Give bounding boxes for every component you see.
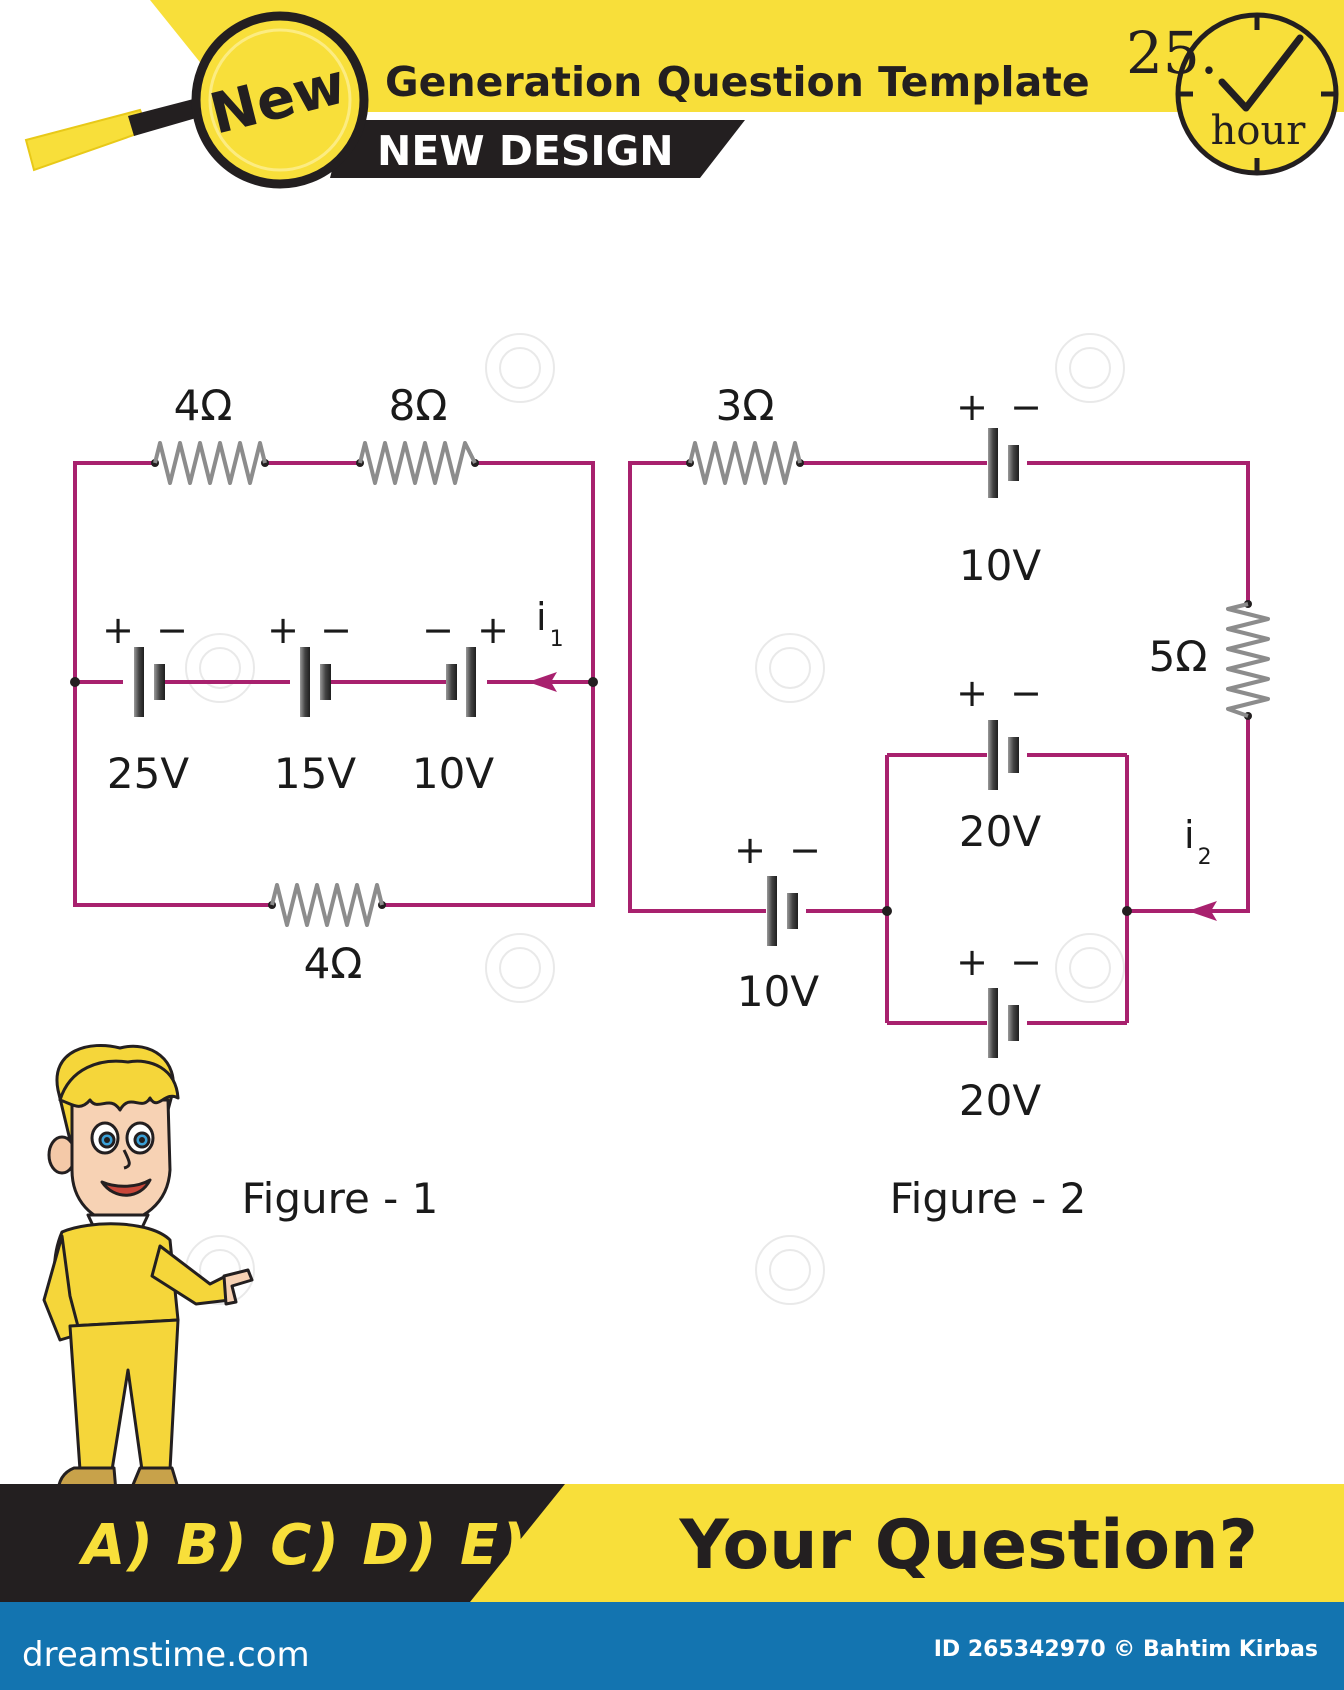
- header-subtitle: NEW DESIGN: [377, 127, 674, 175]
- magnifier-icon: [24, 11, 369, 189]
- label-f2-resistor-right: 5Ω: [1149, 632, 1208, 681]
- battery-f1-25v: [134, 647, 165, 717]
- credit-image-id: ID 265342970 © Bahtim Kirbas: [934, 1637, 1318, 1662]
- sign-f2-top-left: +: [956, 385, 988, 429]
- battery-f2-top-10v: [988, 428, 1019, 498]
- clock-icon: [1175, 12, 1339, 176]
- label-f1-battery-10v: 10V: [412, 749, 494, 798]
- figure-2-circuit: 3Ω 5Ω + − 10V + − 20V + − 20V + − 10V i2…: [628, 381, 1270, 1223]
- label-f1-battery-15v: 15V: [274, 749, 356, 798]
- figure-1-circuit: 4Ω 8Ω 4Ω + − + − − + 25V 15V 10V i1 Figu…: [70, 381, 598, 1223]
- figure-1-caption: Figure - 1: [242, 1174, 439, 1223]
- credit-bar: [0, 1602, 1344, 1690]
- sign-f1-b1-right: −: [156, 608, 188, 652]
- resistor-f2-right: [1226, 602, 1270, 718]
- sign-f1-b3-right: +: [477, 608, 509, 652]
- header-yellow-banner: [150, 0, 1344, 112]
- resistor-f1-bottom: [270, 883, 384, 927]
- sign-f2-top-right: −: [1010, 385, 1042, 429]
- label-f1-resistor-top-right: 8Ω: [389, 381, 448, 430]
- label-current-i2: i2: [1184, 813, 1212, 870]
- question-prompt: Your Question?: [678, 1506, 1258, 1585]
- label-current-i1: i1: [536, 595, 564, 652]
- clock-number: 25.: [1126, 19, 1218, 87]
- sign-f1-b2-right: −: [320, 608, 352, 652]
- credit-site[interactable]: dreamstime.com: [22, 1635, 310, 1675]
- resistor-f1-top-left: [153, 441, 267, 485]
- header-dark-ribbon: [330, 120, 745, 178]
- sign-f2-left-left: +: [734, 828, 766, 872]
- footer-dark-panel: [0, 1484, 565, 1602]
- figure-2-caption: Figure - 2: [890, 1174, 1087, 1223]
- current-arrow-i2: [1188, 901, 1217, 921]
- battery-f2-left-10v: [767, 876, 798, 946]
- label-f2-battery-lower: 20V: [959, 1076, 1041, 1125]
- answer-choices: A) B) C) D) E): [78, 1513, 528, 1578]
- current-arrow-i1: [528, 672, 557, 692]
- current-i2-subscript: 2: [1198, 845, 1212, 870]
- sign-f2-left-right: −: [789, 828, 821, 872]
- sign-f2-lower-left: +: [956, 940, 988, 984]
- current-i2-symbol: i: [1184, 813, 1195, 857]
- current-i1-subscript: 1: [550, 627, 564, 652]
- battery-f1-10v: [446, 647, 476, 717]
- battery-f1-15v: [300, 647, 331, 717]
- figure-2-wires: [628, 461, 1250, 1025]
- label-f1-resistor-bottom: 4Ω: [304, 939, 363, 988]
- label-f2-battery-top: 10V: [959, 541, 1041, 590]
- sign-f2-lower-right: −: [1010, 940, 1042, 984]
- label-f2-battery-left: 10V: [737, 967, 819, 1016]
- label-f2-battery-upper: 20V: [959, 807, 1041, 856]
- check-icon: [1218, 34, 1304, 112]
- resistor-f2-top: [688, 441, 802, 485]
- sign-f2-upper-left: +: [956, 671, 988, 715]
- sign-f1-b2-left: +: [267, 608, 299, 652]
- battery-f2-lower-20v: [988, 988, 1019, 1058]
- figure-1-wires: [73, 461, 595, 907]
- header: New Generation Question Template NEW DES…: [24, 0, 1344, 189]
- sign-f1-b3-left: −: [422, 608, 454, 652]
- footer: A) B) C) D) E) Your Question? dreamstime…: [0, 1484, 1344, 1690]
- label-f2-resistor-top: 3Ω: [716, 381, 775, 430]
- battery-f2-upper-20v: [988, 720, 1019, 790]
- header-title: Generation Question Template: [385, 58, 1090, 106]
- clock-unit: hour: [1211, 108, 1307, 154]
- sign-f2-upper-right: −: [1010, 671, 1042, 715]
- sign-f1-b1-left: +: [102, 608, 134, 652]
- boy-mascot-illustration: [42, 1043, 254, 1496]
- current-i1-symbol: i: [536, 595, 547, 639]
- resistor-f1-top-right: [358, 441, 477, 485]
- label-f1-resistor-top-left: 4Ω: [174, 381, 233, 430]
- label-f1-battery-25v: 25V: [107, 749, 189, 798]
